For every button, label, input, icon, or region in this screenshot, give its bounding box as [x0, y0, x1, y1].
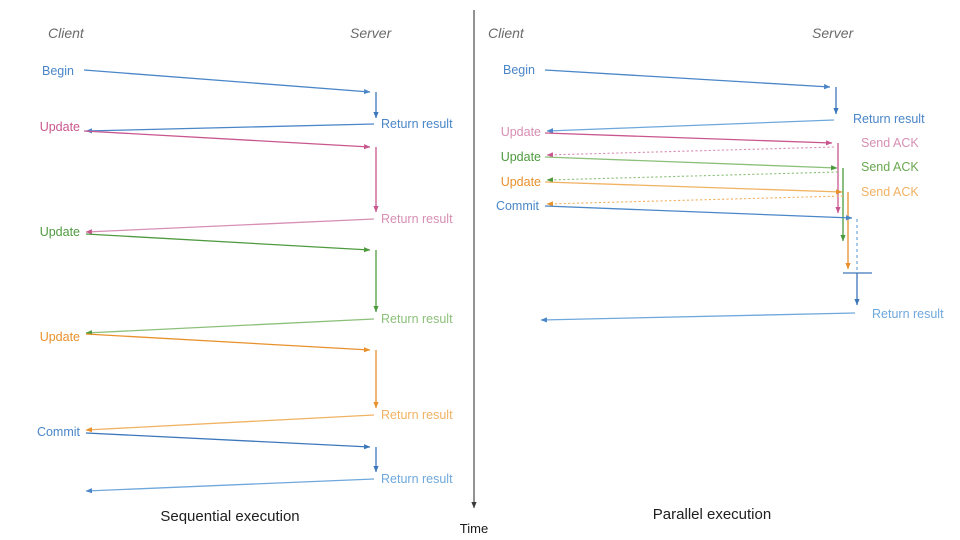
seq-return-result-2: Return result [381, 212, 453, 226]
par-label-update-3: Update [501, 175, 541, 189]
seq-server-lane-label: Server [350, 25, 393, 41]
seq-label-commit: Commit [37, 425, 81, 439]
seq-label-begin: Begin [42, 64, 74, 78]
par-send-ack-3: Send ACK [861, 185, 919, 199]
par-send-ack-2: Send ACK [861, 160, 919, 174]
seq-flow-update-2 [85, 233, 379, 336]
seq-label-update-1: Update [40, 120, 80, 134]
par-send-ack-1: Send ACK [861, 136, 919, 150]
par-label-begin: Begin [503, 63, 535, 77]
par-client-lane-label: Client [488, 25, 525, 41]
parallel-panel: Begin Update Update Update Commit Return… [496, 63, 944, 523]
par-flow-update-1 [544, 132, 841, 214]
par-label-commit: Commit [496, 199, 540, 213]
parallel-caption: Parallel execution [653, 506, 771, 523]
seq-flow-update-1 [83, 130, 379, 235]
par-flow-begin [544, 69, 839, 134]
par-flow-commit [540, 205, 872, 323]
seq-label-update-2: Update [40, 225, 80, 239]
seq-return-result-1: Return result [381, 117, 453, 131]
par-return-result-top: Return result [853, 112, 925, 126]
seq-flow-commit [85, 432, 379, 494]
seq-flow-update-3 [85, 333, 379, 433]
seq-label-update-3: Update [40, 330, 80, 344]
seq-client-lane-label: Client [48, 25, 85, 41]
seq-return-result-4: Return result [381, 408, 453, 422]
par-server-lane-label: Server [812, 25, 855, 41]
seq-flow-begin [83, 69, 379, 134]
sequential-caption: Sequential execution [160, 508, 299, 525]
time-axis-label: Time [460, 521, 488, 536]
par-return-result-bottom: Return result [872, 307, 944, 321]
par-flow-update-2 [544, 156, 846, 242]
par-flow-update-3 [544, 181, 851, 270]
seq-return-result-3: Return result [381, 312, 453, 326]
sequential-panel: Begin Update Update Update Commit Return… [37, 64, 453, 525]
seq-return-result-5: Return result [381, 472, 453, 486]
par-label-update-2: Update [501, 150, 541, 164]
par-label-update-1: Update [501, 125, 541, 139]
